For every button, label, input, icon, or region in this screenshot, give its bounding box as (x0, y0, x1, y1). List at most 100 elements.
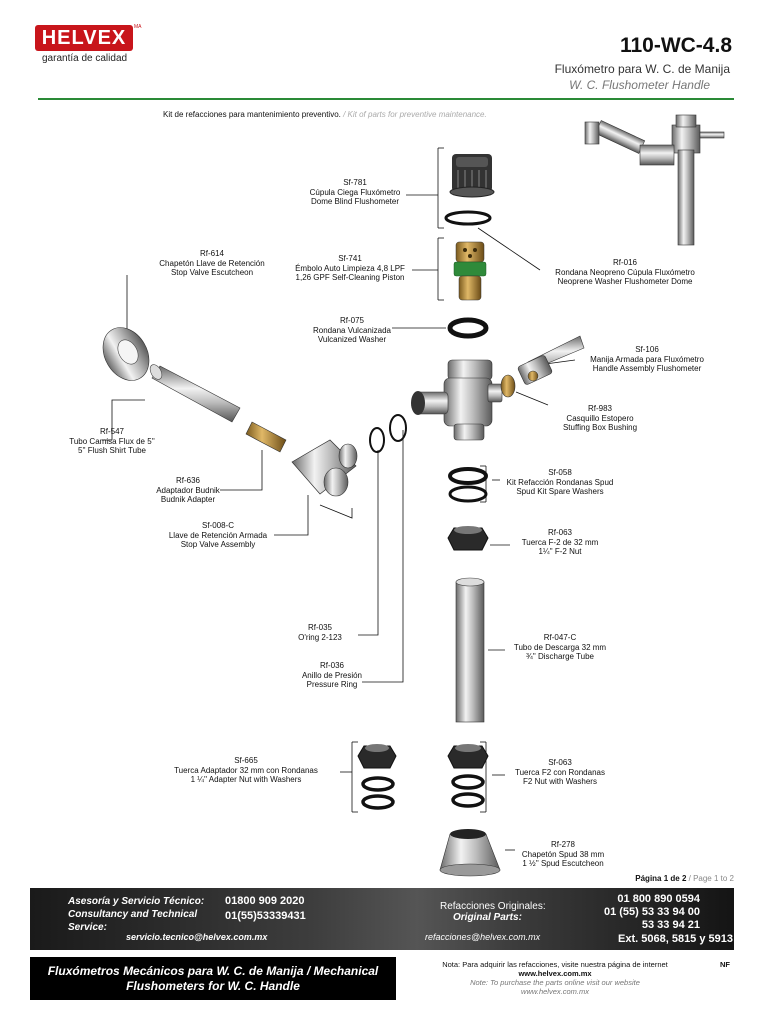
brand-tagline: garantía de calidad (42, 53, 128, 64)
part-name-en: 1 ¼'' Adapter Nut with Washers (190, 775, 302, 784)
part-code: Rf-016 (612, 258, 637, 267)
part-name-es: Casquillo Estopero (566, 413, 634, 423)
part-name-es: Tuerca F-2 de 32 mm (521, 537, 599, 547)
part-code: Rf-983 (587, 404, 612, 413)
part-name-es: Llave de Retención Armada (168, 530, 268, 540)
label-rf-614: Rf-614 Chapetón Llave de Retención Stop … (150, 249, 274, 278)
product-line-text: Fluxómetros Mecánicos para W. C. de Mani… (47, 963, 379, 993)
part-code: Sf-008-C (201, 521, 234, 530)
label-rf-636: Rf-636 Adaptador Budnik Budnik Adapter (148, 476, 228, 505)
part-code: Rf-035 (307, 623, 332, 632)
label-sf-781: Sf-781 Cúpula Ciega Fluxómetro Dome Blin… (300, 178, 410, 207)
parts-phone-2: 01 (55) 53 33 94 00 (603, 906, 700, 918)
service-label-en-1: Consultancy and Technical (68, 909, 198, 920)
page-number-es: Página 1 de 2 (635, 874, 687, 883)
part-code: Rf-614 (199, 249, 224, 258)
parts-phone-3: 53 33 94 21 (641, 919, 700, 931)
handle-assembly-part (517, 335, 585, 385)
stuffing-box-bushing-part (500, 374, 516, 398)
part-code: Rf-547 (99, 427, 124, 436)
part-name-es: O'ring 2-123 (298, 632, 342, 642)
part-name-es: Kit Refacción Rondanas Spud (506, 477, 614, 487)
service-email[interactable]: servicio.tecnico@helvex.com.mx (126, 932, 268, 942)
label-rf-547: Rf-547 Tubo Camisa Flux de 5'' 5'' Flush… (60, 427, 164, 456)
part-code: Sf-781 (343, 178, 367, 187)
part-code: Rf-075 (339, 316, 364, 325)
stop-valve-assembly-part (291, 439, 358, 497)
label-sf-741: Sf-741 Émbolo Auto Limpieza 4,8 LPF 1,26… (288, 254, 412, 283)
part-name-en: Stop Valve Assembly (180, 540, 256, 549)
part-code: Rf-063 (547, 528, 572, 537)
contact-band (30, 888, 734, 950)
stop-valve-escutcheon-part (102, 327, 150, 381)
parts-phone-1: 01 800 890 0594 (617, 893, 700, 905)
part-name-en: 1¼'' F-2 Nut (538, 547, 582, 556)
header-divider (38, 98, 734, 100)
part-name-en: Stop Valve Escutcheon (170, 268, 254, 277)
f2-nut-with-washers-part (447, 744, 489, 808)
page-number-en: / Page 1 to 2 (686, 874, 734, 883)
note-url[interactable]: www.helvex.com.mx (518, 969, 592, 978)
piston-part (453, 241, 487, 301)
pressure-ring-part (389, 414, 407, 442)
flush-shirt-tube-part (149, 364, 241, 423)
service-label-es: Asesoría y Servicio Técnico: (68, 896, 205, 907)
label-rf-063: Rf-063 Tuerca F-2 de 32 mm 1¼'' F-2 Nut (510, 528, 610, 557)
intro-en: / Kit of parts for preventive maintenanc… (340, 110, 487, 119)
part-name-en: Vulcanized Washer (317, 335, 387, 344)
label-rf-983: Rf-983 Casquillo Estopero Stuffing Box B… (548, 404, 652, 433)
part-name-en: Handle Assembly Flushometer (592, 364, 702, 373)
part-name-en: Pressure Ring (306, 680, 358, 689)
part-code: Sf-741 (338, 254, 362, 263)
part-name-en: 1 ½'' Spud Escutcheon (522, 859, 604, 868)
part-name-es: Rondana Neopreno Cúpula Fluxómetro (555, 267, 695, 277)
part-name-es: Chapetón Spud 38 mm (521, 849, 605, 859)
label-rf-278: Rf-278 Chapetón Spud 38 mm 1 ½'' Spud Es… (515, 840, 611, 869)
service-label-en-2: Service: (68, 922, 107, 933)
service-phone-2: 01(55)53339431 (225, 910, 306, 922)
parts-extension: Ext. 5068, 5815 y 5913 (618, 933, 733, 945)
part-code: Rf-278 (550, 840, 575, 849)
part-name-es: Manija Armada para Fluxómetro (590, 354, 704, 364)
subtitle-spanish: Fluxómetro para W. C. de Manija (554, 62, 730, 76)
registered-mark: MA (134, 24, 142, 30)
parts-label-en: Original Parts: (453, 912, 522, 923)
label-sf-008-c: Sf-008-C Llave de Retención Armada Stop … (160, 521, 276, 550)
purchase-note: Nota: Para adquirir las refacciones, vis… (420, 960, 690, 996)
part-code: Sf-665 (234, 756, 258, 765)
page-number: Página 1 de 2 / Page 1 to 2 (635, 874, 734, 883)
part-name-en: 5'' Flush Shirt Tube (78, 446, 146, 455)
part-name-es: Émbolo Auto Limpieza 4,8 LPF (295, 263, 405, 273)
part-name-en: Spud Kit Spare Washers (516, 487, 604, 496)
part-code: Sf-058 (548, 468, 572, 477)
product-line-banner: Fluxómetros Mecánicos para W. C. de Mani… (30, 957, 396, 1000)
part-name-es: Cúpula Ciega Fluxómetro (309, 187, 401, 197)
part-name-es: Tuerca F2 con Rondanas (515, 767, 605, 777)
service-phone-1: 01800 909 2020 (225, 895, 305, 907)
part-name-en: Dome Blind Flushometer (310, 197, 400, 206)
oring-part (369, 427, 385, 453)
f2-nut-part (447, 526, 489, 551)
nf-code: NF (720, 960, 730, 969)
part-name-en: ¾'' Discharge Tube (526, 652, 594, 661)
part-name-en: F2 Nut with Washers (523, 777, 597, 786)
note-url-en[interactable]: www.helvex.com.mx (521, 987, 589, 996)
parts-email[interactable]: refacciones@helvex.com.mx (425, 932, 541, 942)
part-code: Rf-036 (319, 661, 344, 670)
part-name-en: Budnik Adapter (160, 495, 216, 504)
part-name-es: Tuerca Adaptador 32 mm con Rondanas (174, 765, 318, 775)
neoprene-washer-part (444, 210, 492, 226)
part-code: Sf-106 (635, 345, 659, 354)
part-name-es: Adaptador Budnik (156, 485, 220, 495)
label-sf-058: Sf-058 Kit Refacción Rondanas Spud Spud … (500, 468, 620, 497)
subtitle-english: W. C. Flushometer Handle (569, 78, 710, 92)
label-rf-016: Rf-016 Rondana Neopreno Cúpula Fluxómetr… (540, 258, 710, 287)
part-name-en: Stuffing Box Bushing (562, 423, 638, 432)
model-number: 110-WC-4.8 (619, 34, 732, 57)
label-sf-665: Sf-665 Tuerca Adaptador 32 mm con Rondan… (160, 756, 332, 785)
intro-es: Kit de refacciones para mantenimiento pr… (163, 110, 341, 119)
spud-washer-kit-part (448, 467, 488, 503)
intro-text: Kit de refacciones para mantenimiento pr… (163, 110, 487, 119)
discharge-tube-part (455, 577, 485, 723)
